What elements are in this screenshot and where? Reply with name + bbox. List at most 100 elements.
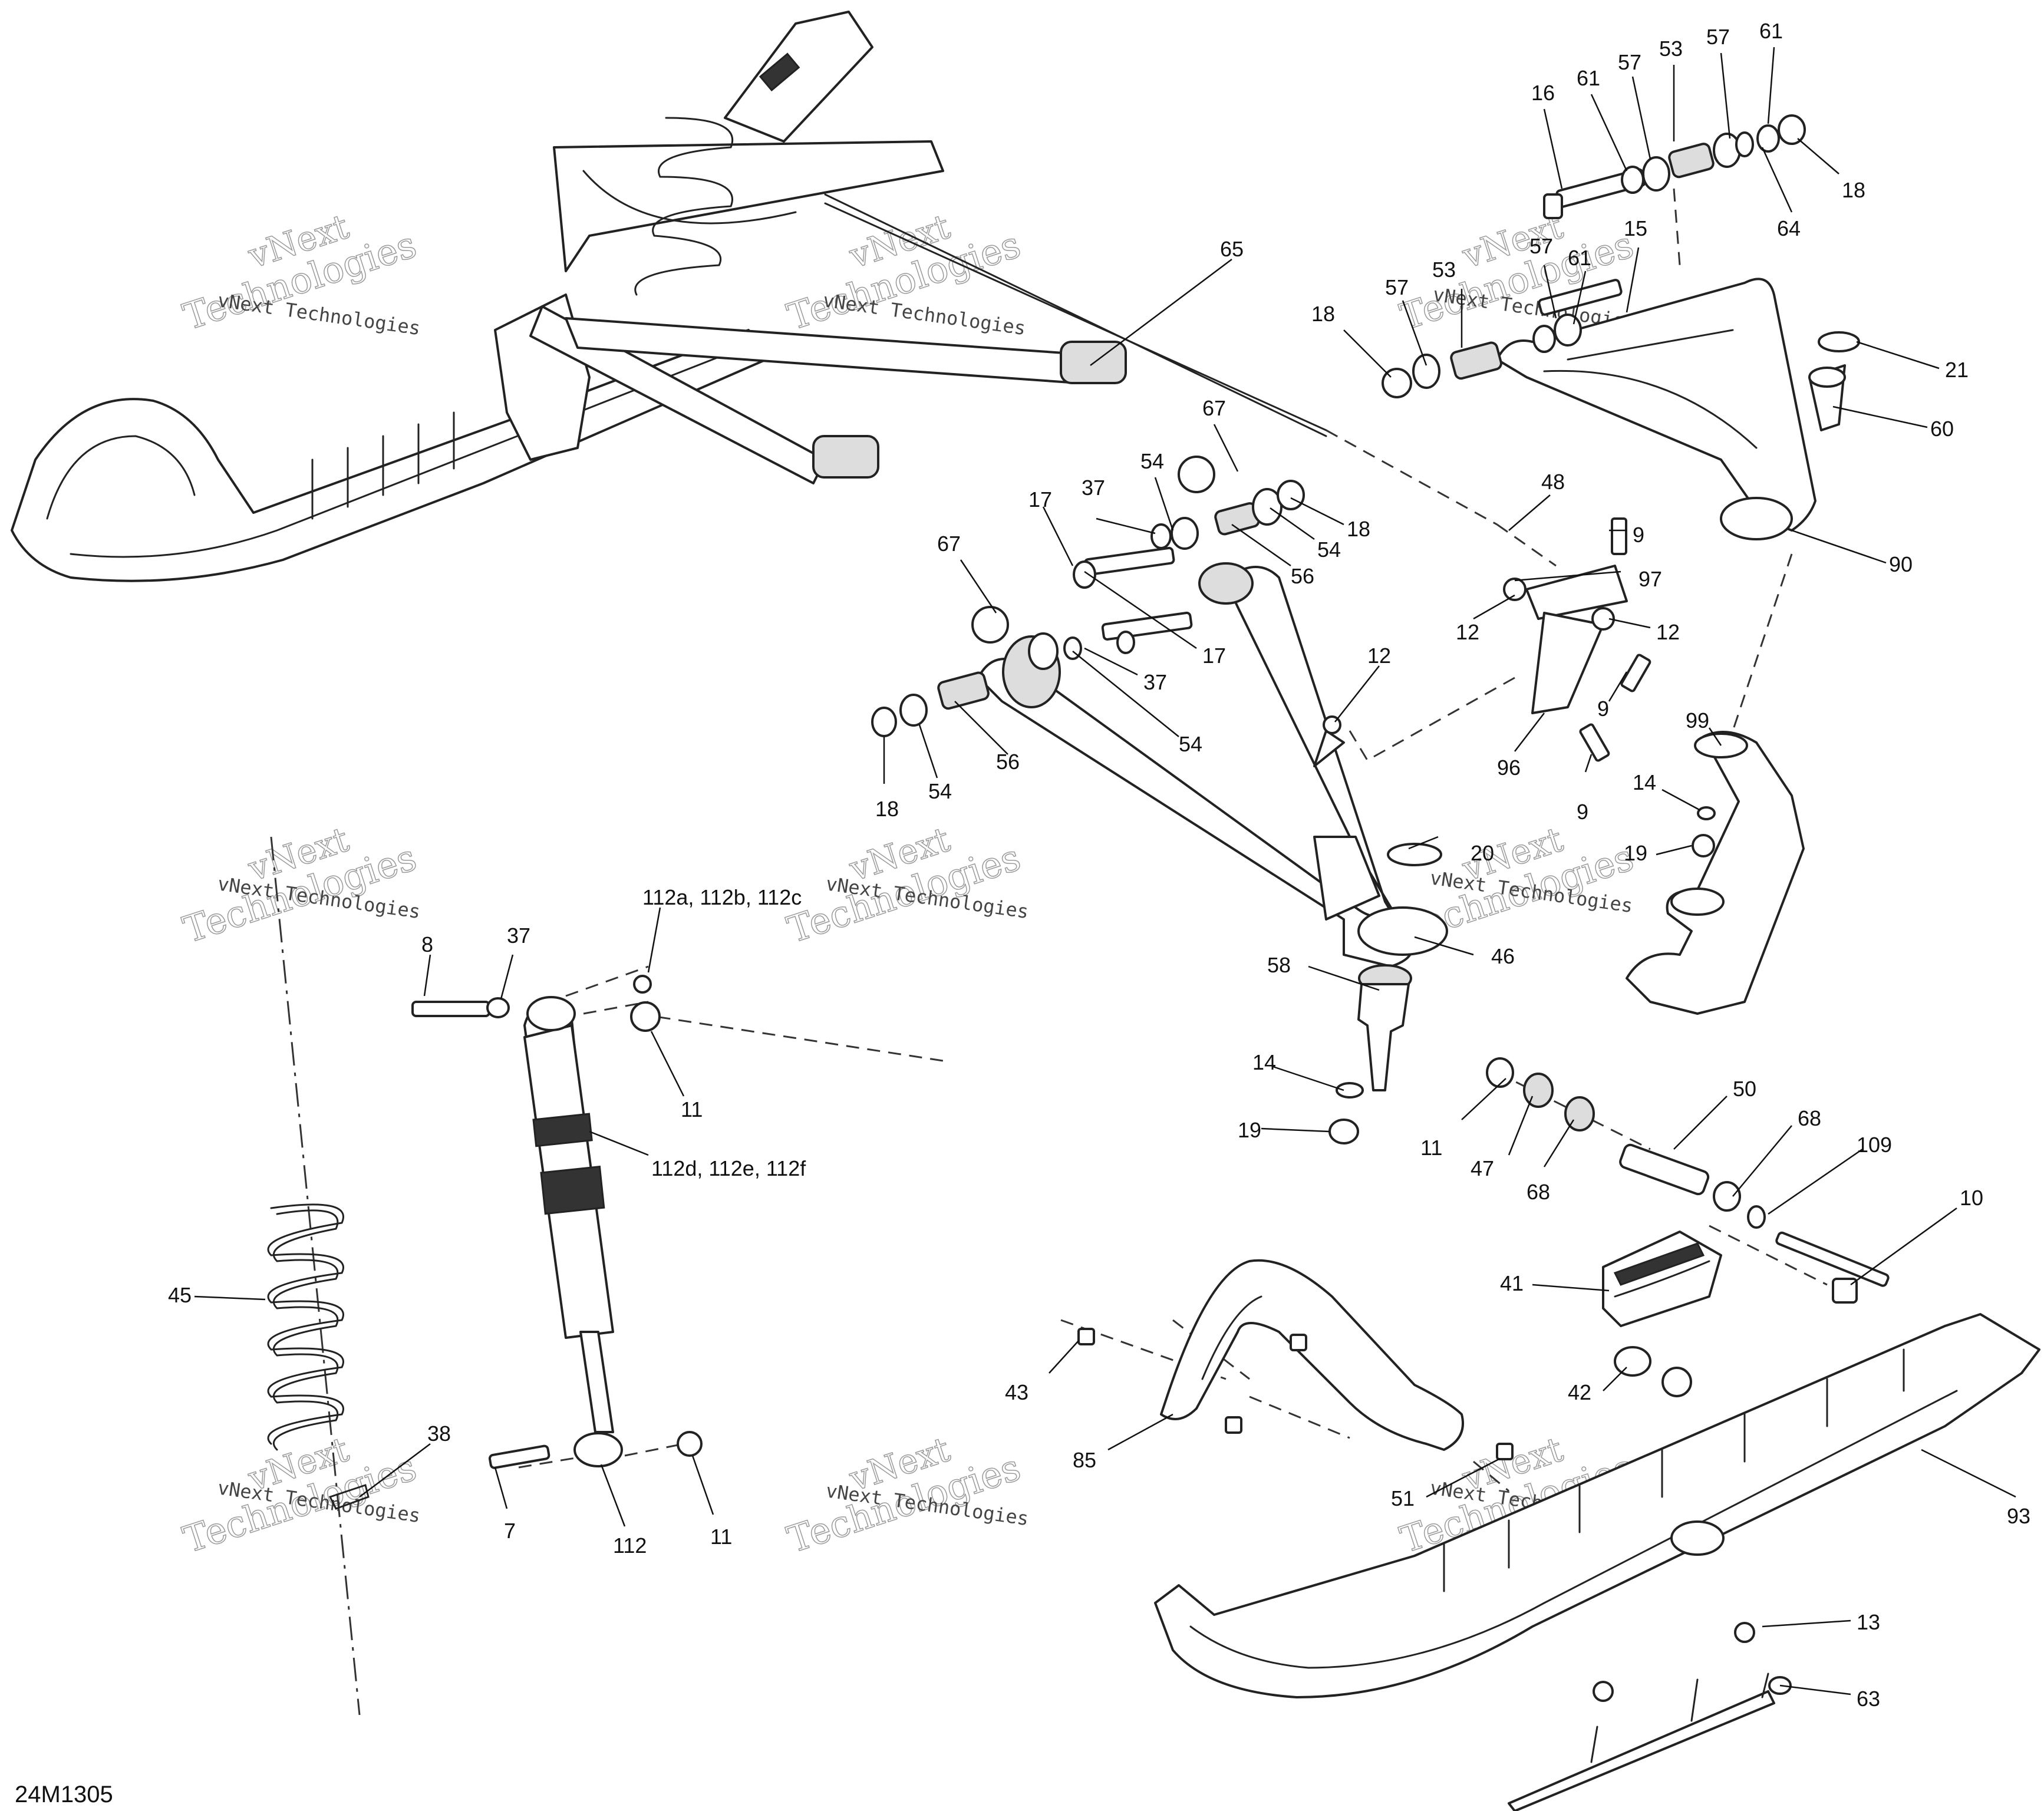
callout-90: 90 [1889, 552, 1913, 576]
callout-96: 96 [1497, 756, 1521, 780]
callout-109: 109 [1857, 1133, 1892, 1157]
callout-12: 12 [1656, 620, 1680, 644]
lower-a-arm-part [977, 562, 1448, 968]
callout-112a-112b-112c: 112a, 112b, 112c [642, 885, 802, 909]
callout-41: 41 [1500, 1271, 1524, 1295]
callout-8: 8 [421, 932, 433, 956]
callout-61: 61 [1577, 66, 1600, 90]
callout-67: 67 [1202, 396, 1226, 420]
ski-pivot-hardware [1486, 1057, 1890, 1304]
callout-65: 65 [1220, 237, 1244, 261]
assembled-ski-keel [70, 347, 744, 558]
leader-lines [194, 47, 2016, 1695]
washer-nut-42 [1614, 1346, 1692, 1397]
callout-14: 14 [1252, 1050, 1276, 1074]
callout-18: 18 [1842, 178, 1865, 202]
wear-pad-part [1602, 1231, 1722, 1327]
callout-11: 11 [710, 1525, 732, 1549]
assembled-upper-a-arm [553, 140, 944, 272]
callout-57: 57 [1618, 50, 1641, 74]
assembled-shock [634, 11, 873, 296]
callout-9: 9 [1633, 523, 1644, 547]
callout-16: 16 [1531, 81, 1555, 105]
callout-17: 17 [1202, 644, 1226, 668]
callout-13: 13 [1857, 1610, 1880, 1634]
callout-19: 19 [1238, 1118, 1261, 1142]
ski-part [1154, 1313, 2040, 1698]
upper-hardware [1382, 114, 1806, 398]
callout-112: 112 [613, 1533, 647, 1558]
callout-93: 93 [2007, 1504, 2030, 1528]
callout-97: 97 [1639, 567, 1662, 591]
callout-68: 68 [1527, 1180, 1550, 1204]
watermark-5: vNext Technologies vNext Technologies [782, 819, 1030, 952]
watermarks: vNext Technologies vNext Technologies vN… [177, 206, 1639, 1562]
callout-15: 15 [1624, 216, 1647, 240]
watermark-1: vNext Technologies vNext Technologies [177, 206, 421, 339]
assembled-tie-rod-b [824, 202, 1327, 431]
callout-58: 58 [1267, 953, 1291, 977]
callout-14: 14 [1633, 770, 1656, 794]
assembled-ski-loop [46, 435, 196, 520]
watermark-7: vNext Technologies vNext Technologies [177, 1429, 421, 1562]
assembled-ski-ribs [311, 411, 455, 520]
callout-12: 12 [1456, 620, 1479, 644]
lower-ball-joint [1328, 843, 1442, 1144]
callout-99: 99 [1686, 708, 1709, 733]
callout-112d-112e-112f: 112d, 112e, 112f [651, 1156, 806, 1180]
upper-ball-joint [1808, 331, 1860, 431]
callout-38: 38 [427, 1421, 451, 1446]
callout-61: 61 [1759, 19, 1783, 43]
callout-54: 54 [1179, 732, 1202, 756]
callout-53: 53 [1659, 37, 1683, 61]
shock-absorber-part [411, 975, 703, 1469]
assembled-tie-rod [824, 193, 1327, 437]
callout-9: 9 [1597, 697, 1609, 721]
callout-56: 56 [1291, 564, 1314, 588]
callout-9: 9 [1577, 800, 1588, 824]
callout-42: 42 [1568, 1380, 1591, 1404]
callout-67: 67 [937, 532, 961, 556]
callout-61: 61 [1568, 246, 1591, 270]
callout-85: 85 [1073, 1448, 1096, 1472]
callout-68: 68 [1798, 1106, 1821, 1130]
callout-17: 17 [1028, 487, 1052, 512]
callout-54: 54 [1317, 537, 1341, 562]
callout-57: 57 [1706, 25, 1730, 49]
lower-hardware [871, 456, 1305, 737]
callout-54: 54 [1140, 449, 1164, 473]
steering-links [1313, 517, 1651, 767]
callout-19: 19 [1624, 841, 1647, 865]
callout-18: 18 [1347, 517, 1370, 541]
callout-48: 48 [1541, 470, 1565, 494]
callout-45: 45 [168, 1283, 192, 1307]
ski-handle-loop-part [1077, 1259, 1514, 1460]
callout-12: 12 [1367, 644, 1391, 668]
callout-18: 18 [1311, 302, 1335, 326]
callout-50: 50 [1733, 1077, 1756, 1101]
callout-37: 37 [1143, 670, 1167, 694]
watermark-3: vNext Technologies vNext Technologies [1394, 206, 1639, 339]
assembled-upper-a-arm-inner [582, 170, 797, 225]
callout-43: 43 [1005, 1380, 1028, 1404]
callout-10: 10 [1960, 1186, 1983, 1210]
diagram-reference-code: 24M1305 [15, 1782, 113, 1807]
callout-18: 18 [875, 797, 899, 821]
callout-labels: 16 61 57 53 57 61 18 64 65 57 53 61 15 1… [168, 19, 2030, 1711]
callout-46: 46 [1491, 944, 1515, 968]
carbide-runner-part [1508, 1622, 1792, 1811]
callout-7: 7 [504, 1519, 516, 1543]
coil-spring-part [267, 1203, 370, 1510]
callout-37: 37 [1082, 476, 1105, 500]
callout-20: 20 [1471, 841, 1494, 865]
callout-37: 37 [507, 923, 530, 948]
callout-53: 53 [1432, 258, 1456, 282]
watermark-8: vNext Technologies vNext Technologies [782, 1429, 1030, 1562]
callout-11: 11 [1420, 1136, 1442, 1160]
callout-64: 64 [1777, 216, 1801, 240]
callout-21: 21 [1945, 358, 1969, 382]
callout-51: 51 [1391, 1486, 1415, 1510]
assembled-ski-suspension [11, 11, 1327, 582]
callout-63: 63 [1857, 1687, 1880, 1711]
